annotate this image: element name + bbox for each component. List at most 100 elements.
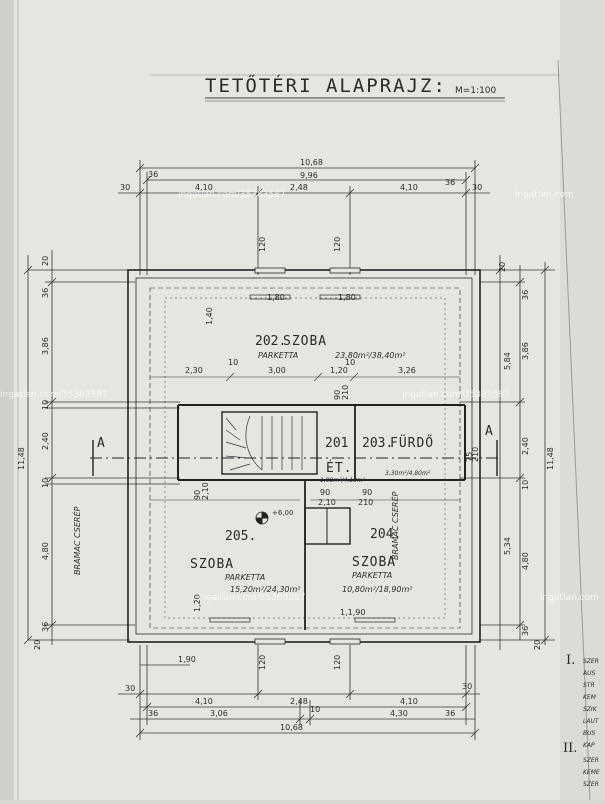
south-window-left [254,638,286,645]
top-window-h-right: 120 [333,237,342,252]
svg-text:KEM: KEM [583,694,597,701]
room-202-floor: PARKETTA [258,351,298,360]
plan-scale: M=1:100 [455,86,497,96]
sheet-edge-line [557,59,591,801]
svg-text:SZIK: SZIK [583,706,598,713]
left-s4: 10 [41,400,50,410]
watermark-mid-left: ingatlan.com/35383587 [0,390,108,400]
roof-space-left: BRAMAC CSERÉP [71,506,82,575]
room-201-area: 1,98m²/4,10m² [320,477,366,484]
int-d1: 2,30 [185,366,203,375]
svg-text:LAUT: LAUT [583,718,600,725]
int-d12: 90 [333,390,342,400]
bottom-window-h-left: 120 [258,655,267,670]
right-s5: 2,40 [521,437,530,455]
svg-text:SZER: SZER [583,781,599,788]
bottom-edge-left: 30 [125,684,135,693]
left-s8: 36 [41,622,50,632]
outer-wall [127,269,481,643]
section-mark-left: A [97,436,105,451]
bottom-sub-left: 3,06 [210,709,228,718]
plan-title: TETŐTÉRI ALAPRAJZ: [205,73,447,97]
bottom-sub-mid: 10 [310,705,320,714]
svg-text:SZER: SZER [583,757,599,764]
bottom-dimension-lines [118,645,480,740]
watermark-top: ingatlan.com/35383587 [178,190,286,200]
left-s6: 10 [41,478,50,488]
int-d11: 2,10 [318,498,336,507]
outer-wall-inner-face [135,277,473,635]
skylight-left [249,294,291,300]
room-203-area: 3,30m²/4,80m² [385,470,431,477]
staircase-frame [221,411,318,475]
int-d10: 90 [320,488,330,497]
room-203-no: 203. [362,436,393,451]
top-edge-left2: 36 [148,170,158,179]
level-value: +6,00 [272,509,293,517]
int-d14: 75 [465,452,474,462]
top-edge-left: 30 [120,183,130,192]
section-line [90,440,500,476]
int-d15: 210 [358,498,373,507]
left-s2: 36 [41,288,50,298]
room-204-floor: PARKETTA [352,571,392,580]
side-note-roman-2: II. [563,741,577,756]
bottom-window-h-right: 120 [333,655,342,670]
bottom-overall-dim: 10,68 [280,723,303,732]
svg-text:SZER: SZER [583,658,599,665]
top-edge-right2: 30 [472,183,482,192]
int-d5: 10 [345,358,355,367]
room-204-no: 204. [370,527,401,542]
right-s4: 5,84 [503,352,512,370]
bottom-edge-left2: 36 [148,709,158,718]
right-s1: 20 [498,262,507,272]
top-seg-mid: 2,48 [290,183,308,192]
south-window-right [329,638,361,645]
top-seg-left: 4,10 [195,183,213,192]
svg-text:AUS: AUS [582,670,595,677]
svg-text:STR: STR [583,682,595,689]
room-201-no: 201 [325,436,348,451]
left-s9: 20 [33,640,42,650]
top-inner-dim: 9,96 [300,171,318,180]
right-s2: 36 [521,290,530,300]
bottom-edge-right: 36 [445,709,455,718]
paper-left-shadow [0,0,14,800]
top-overall-dim: 10,68 [300,158,323,167]
svg-text:KAP: KAP [583,742,595,749]
watermark-bottom: ingatlan.com/35383587 [198,593,306,603]
right-s10: 20 [533,640,542,650]
south-skylight-right [354,617,396,623]
roof-space-right: BRAMAC CSERÉP [389,491,400,560]
left-overall-dim: 11,48 [17,447,26,470]
watermark-top-right: ingatlan.com [515,190,574,200]
right-s3: 3,86 [521,342,530,360]
room-204-name: SZOBA [352,555,396,570]
room-201-name: ÉT. [326,460,352,476]
int-d16: 90 [362,488,372,497]
watermark-bottom-right: ingatlan.com [540,593,599,603]
right-s8: 4,80 [521,552,530,570]
room-202-area: 23,80m²/38,40m² [335,351,406,360]
room-202-name: SZOBA [283,334,327,349]
int-d6: 3,26 [398,366,416,375]
room-202-no: 202. [255,334,286,349]
side-note-roman-1: I. [566,653,575,668]
top-dimension-lines [118,160,490,275]
bottom-seg-right: 4,10 [400,697,418,706]
int-d8: 2,10 [201,482,210,500]
room-205-area: 15,20m²/24,30m² [230,585,301,594]
room-205-name: SZOBA [190,557,234,572]
svg-text:KEME: KEME [583,769,600,776]
skylight-right [319,294,361,300]
left-s3: 3,86 [41,337,50,355]
right-s7: 5,34 [503,537,512,555]
bottom-win-left: 1,90 [178,655,196,664]
left-dimension-lines [23,250,180,645]
bottom-sub-right: 4,30 [390,709,408,718]
paper-right-underlay [560,0,605,800]
room-203-name: FÜRDŐ [390,434,434,451]
right-dimension-lines [460,255,555,650]
